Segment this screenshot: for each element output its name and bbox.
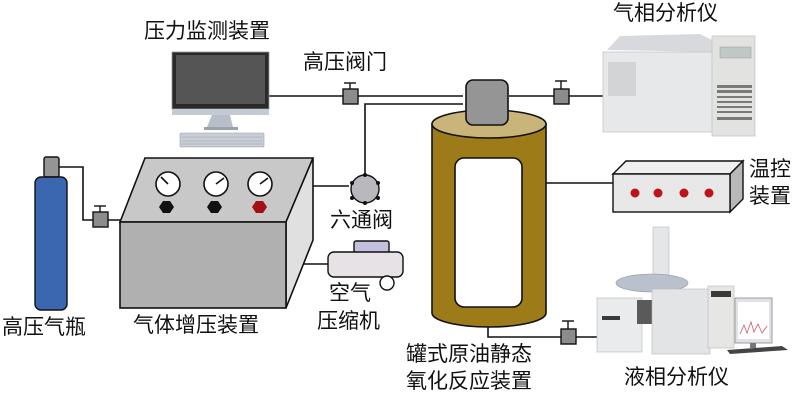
temp-controller [611, 159, 745, 214]
pressure-monitor [171, 51, 270, 148]
indicator-black [207, 201, 222, 213]
compressor-tank [327, 251, 404, 278]
valve-gc-icon [553, 80, 570, 105]
indicator-light [653, 188, 663, 198]
label-air-compressor-1: 空气 [329, 281, 371, 305]
liquid-chromatograph [596, 226, 788, 355]
compressor-wheel [379, 275, 395, 291]
gas-cylinder [34, 156, 68, 311]
pressure-gauge [203, 171, 229, 197]
label-liquid-chromatograph: 液相分析仪 [624, 365, 729, 389]
compressor-motor [353, 240, 390, 254]
booster-front [119, 221, 287, 309]
label-air-compressor-2: 压缩机 [317, 309, 380, 333]
pressure-gauge [247, 171, 273, 197]
cylinder-cap [43, 156, 60, 178]
valve-lc-icon [560, 320, 577, 345]
indicator-light [704, 188, 714, 198]
valves [92, 80, 577, 345]
six-way-valve [350, 173, 380, 205]
indicator-light [679, 188, 689, 198]
indicator-red [252, 201, 267, 213]
gas-chromatograph [602, 34, 756, 137]
label-six-way-valve: 六通阀 [330, 208, 393, 232]
monitor-chin [172, 109, 269, 115]
label-temp-control-2: 装置 [749, 184, 791, 208]
monitor-screen [176, 55, 265, 104]
air-compressor [327, 240, 404, 291]
label-gas-chromatograph: 气相分析仪 [613, 1, 718, 25]
pressure-gauge [155, 171, 181, 197]
label-reactor-2: 氧化反应装置 [406, 369, 532, 393]
gas-booster [118, 157, 315, 309]
monitor-foot [204, 127, 238, 130]
label-hp-valve: 高压阀门 [303, 50, 387, 74]
cylinder-body [34, 176, 68, 311]
reactor [431, 79, 547, 328]
label-pressure-monitor: 压力监测装置 [144, 19, 270, 43]
reactor-window [454, 157, 523, 308]
valve-cylinder-icon [92, 205, 109, 228]
label-reactor-1: 罐式原油静态 [406, 342, 532, 366]
reactor-cap [465, 79, 509, 126]
indicator-light [630, 188, 640, 198]
label-gas-booster: 气体增压装置 [133, 313, 259, 337]
valve-monitor-icon [342, 82, 359, 105]
indicator-black [159, 201, 174, 213]
label-gas-cylinder: 高压气瓶 [2, 315, 86, 339]
label-temp-control-1: 温控 [749, 157, 791, 181]
keyboard [179, 132, 265, 148]
pipe-sixway-reactor [364, 103, 463, 178]
monitor-stand [207, 115, 233, 127]
